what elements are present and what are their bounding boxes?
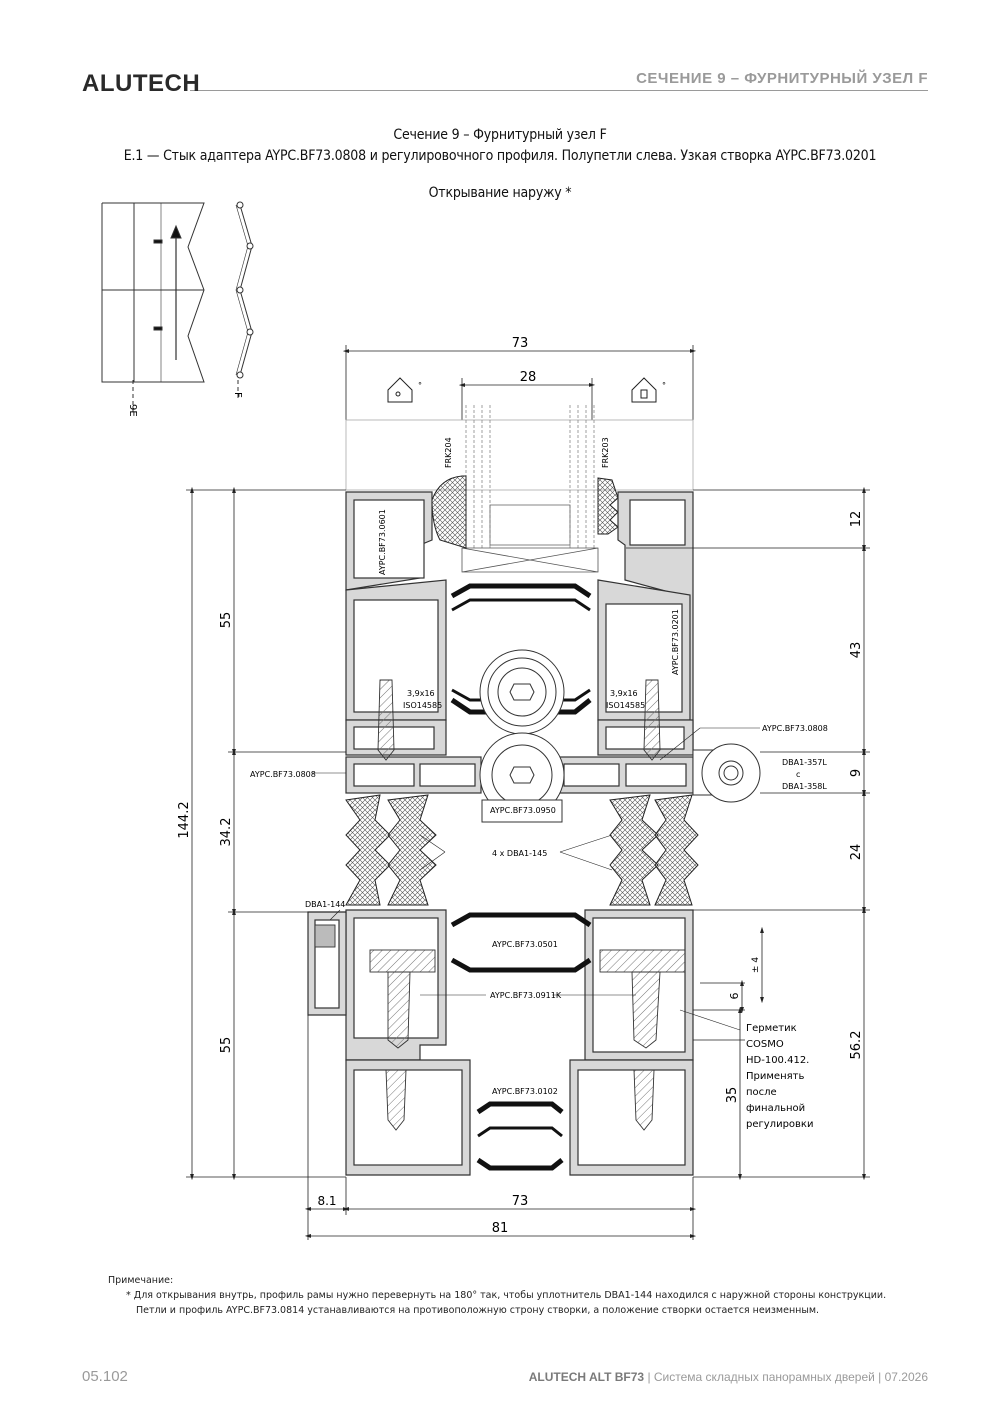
sealant-line-6: финальной bbox=[746, 1103, 805, 1114]
dim-total-height: 144.2 bbox=[177, 801, 192, 838]
sealant-line-5: после bbox=[746, 1087, 777, 1098]
sealant-line-7: регулировки bbox=[746, 1119, 813, 1130]
dim-right-43: 43 bbox=[849, 642, 864, 659]
label-frk203: FRK203 bbox=[601, 437, 610, 468]
caption-subtitle: E.1 — Стык адаптера AYPC.BF73.0808 и рег… bbox=[123, 148, 877, 164]
label-hinge-b: DBA1-358L bbox=[782, 782, 827, 791]
note-title: Примечание: bbox=[108, 1275, 174, 1286]
label-profile-0201: AYPC.BF73.0201 bbox=[671, 609, 680, 675]
hinge-eye bbox=[692, 743, 761, 803]
label-profile-0601: AYPC.BF73.0601 bbox=[378, 509, 387, 575]
footer-info: ALUTECH ALT BF73 | Система складных пано… bbox=[529, 1370, 928, 1384]
screws bbox=[314, 679, 686, 1131]
header-rule bbox=[190, 90, 928, 91]
sealant-line-3: HD-100.412. bbox=[746, 1055, 809, 1066]
sealant-line-4: Применять bbox=[746, 1071, 804, 1082]
gasket-frk203 bbox=[597, 477, 619, 535]
degree-mark-left: ° bbox=[418, 381, 422, 390]
label-profile-0102: AYPC.BF73.0102 bbox=[492, 1087, 558, 1096]
label-profile-0950: AYPC.BF73.0950 bbox=[490, 806, 556, 815]
scheme-label-f: F bbox=[232, 392, 243, 398]
label-profile-0501: AYPC.BF73.0501 bbox=[492, 940, 558, 949]
dim-right-35: 35 bbox=[725, 1087, 740, 1104]
label-screw-right: 3,9x16 bbox=[610, 689, 638, 698]
footer-product: ALUTECH ALT BF73 bbox=[528, 1370, 645, 1384]
dim-right-9: 9 bbox=[849, 769, 864, 777]
note-block: Примечание: * Для открывания внутрь, про… bbox=[108, 1273, 886, 1318]
house-icon-left bbox=[387, 377, 413, 403]
dim-bottom-8-1: 8.1 bbox=[317, 1194, 336, 1208]
label-profile-0911: AYPC.BF73.0911K bbox=[490, 991, 562, 1000]
note-line-1: * Для открывания внутрь, профиль рамы ну… bbox=[126, 1290, 887, 1301]
hinge-knuckles bbox=[479, 649, 565, 823]
page-number: 05.102 bbox=[82, 1368, 128, 1385]
label-adapter-right: AYPC.BF73.0808 bbox=[762, 724, 828, 733]
dim-small-6: 6 bbox=[728, 993, 741, 1000]
dim-lower-55: 55 bbox=[219, 1037, 234, 1054]
footer-description: | Система складных панорамных дверей | 0… bbox=[644, 1370, 928, 1384]
dim-top-73: 73 bbox=[512, 336, 529, 351]
glass-unit bbox=[345, 405, 694, 573]
scheme-label-9e: 9E bbox=[127, 404, 138, 417]
label-screw-left-std: ISO14585 bbox=[403, 701, 442, 710]
dim-glass-28: 28 bbox=[520, 370, 537, 385]
dim-bottom-81: 81 bbox=[492, 1221, 509, 1236]
label-adapter-left: AYPC.BF73.0808 bbox=[250, 770, 316, 779]
section-title: СЕЧЕНИЕ 9 – ФУРНИТУРНЫЙ УЗЕЛ F bbox=[628, 70, 928, 87]
dim-bottom-73: 73 bbox=[512, 1194, 529, 1209]
dim-middle-34: 34.2 bbox=[219, 818, 234, 847]
dim-right-24: 24 bbox=[849, 844, 864, 861]
label-seal-144: DBA1-144 bbox=[305, 900, 345, 909]
label-screw-right-std: ISO14585 bbox=[606, 701, 645, 710]
dim-upper-55: 55 bbox=[219, 612, 234, 629]
label-seal-145: 4 x DBA1-145 bbox=[492, 849, 547, 858]
label-hinge-a: DBA1-357L bbox=[782, 758, 827, 767]
sealant-line-1: Герметик bbox=[746, 1023, 797, 1034]
degree-mark-right: ° bbox=[662, 381, 666, 390]
gasket-frk204 bbox=[431, 475, 467, 549]
label-frk204: FRK204 bbox=[444, 437, 453, 468]
dim-right-56: 56.2 bbox=[849, 1031, 864, 1060]
house-icon-right bbox=[631, 377, 657, 403]
label-hinge-c: с bbox=[796, 770, 800, 779]
caption-title: Сечение 9 – Фурнитурный узел F bbox=[393, 127, 607, 143]
dim-adjust: ± 4 bbox=[751, 957, 761, 973]
sealant-line-2: COSMO bbox=[746, 1039, 784, 1050]
opening-scheme bbox=[101, 201, 254, 415]
brand-logo: ALUTECH bbox=[82, 70, 201, 97]
caption-opening: Открывание наружу * bbox=[428, 185, 572, 201]
label-screw-left: 3,9x16 bbox=[407, 689, 435, 698]
note-line-2: Петли и профиль AYPC.BF73.0814 устанавли… bbox=[136, 1305, 820, 1316]
dim-right-12: 12 bbox=[849, 511, 864, 528]
thermal-breaks bbox=[450, 583, 592, 1171]
seals-dba1-145 bbox=[345, 794, 699, 906]
